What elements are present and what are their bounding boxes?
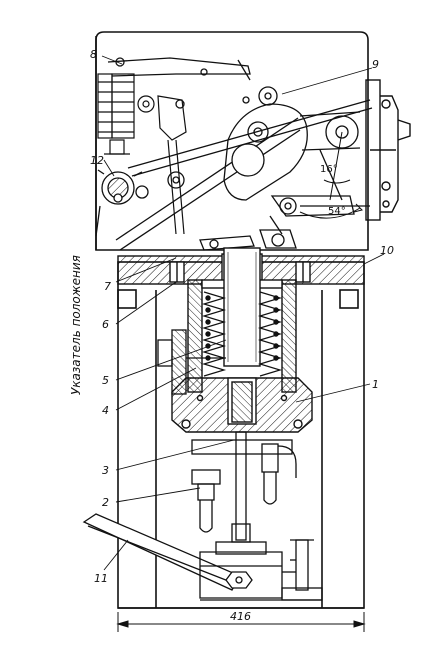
pedal-assembly bbox=[82, 513, 323, 601]
upper-linkage bbox=[107, 57, 373, 251]
lower-actuators bbox=[191, 431, 297, 543]
part-labels: 8 9 12 10 7 6 5 4 1 3 2 11 bbox=[90, 48, 394, 585]
left-bracket bbox=[157, 329, 226, 395]
label-8: 8 bbox=[90, 48, 97, 61]
label-2: 2 bbox=[102, 496, 109, 509]
label-5: 5 bbox=[102, 374, 109, 387]
label-7: 7 bbox=[104, 280, 111, 293]
label-6: 6 bbox=[102, 318, 109, 331]
angle-arcs bbox=[299, 131, 363, 219]
position-indicator-text: Указатель положения bbox=[69, 255, 83, 395]
label-9: 9 bbox=[372, 58, 379, 71]
spring-cylinder bbox=[171, 247, 313, 433]
label-1: 1 bbox=[372, 378, 379, 391]
leader-lines bbox=[101, 55, 385, 571]
label-4: 4 bbox=[102, 404, 109, 417]
right-gearbox bbox=[365, 79, 411, 221]
width-dimension bbox=[116, 612, 366, 632]
label-12: 12 bbox=[90, 154, 104, 167]
label-3: 3 bbox=[102, 464, 109, 477]
angle-54-label: 54° bbox=[328, 206, 346, 217]
angle-16-label: 16° bbox=[320, 164, 338, 175]
label-11: 11 bbox=[94, 572, 108, 585]
indicator-wheel bbox=[95, 169, 185, 237]
width-dimension-label: 416 bbox=[230, 610, 251, 623]
upper-housing bbox=[95, 31, 369, 251]
label-10: 10 bbox=[380, 244, 394, 257]
left-spring-stack bbox=[97, 73, 187, 235]
